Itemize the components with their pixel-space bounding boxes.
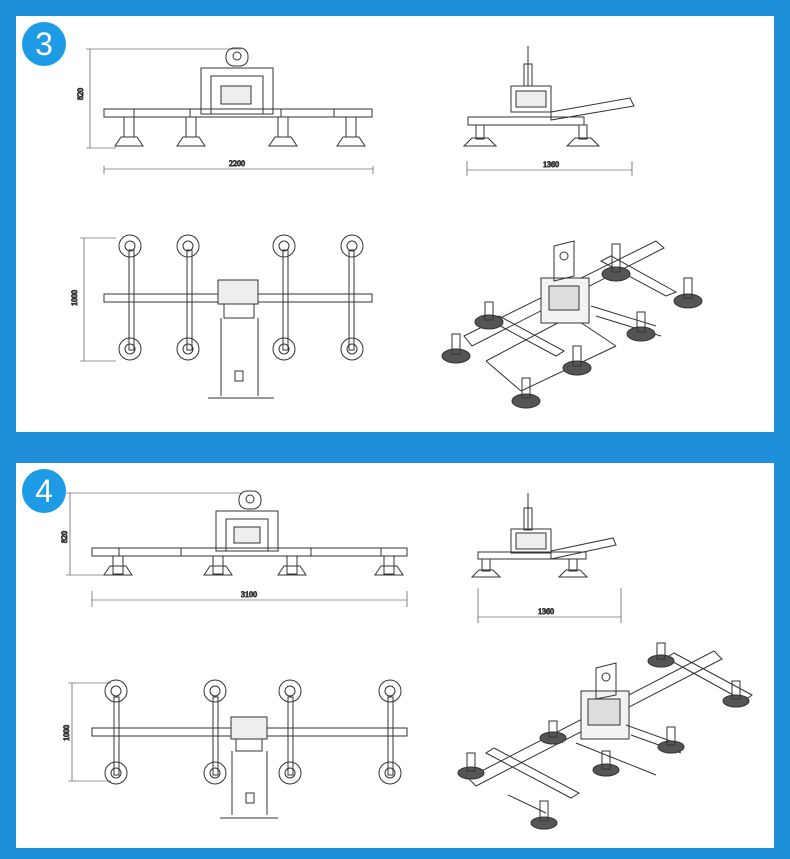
drawing-panel-3: 3 820 2200	[16, 16, 774, 432]
side-view: 1360	[470, 493, 622, 623]
front-height-label: 820	[76, 88, 85, 100]
technical-drawing-3: 820 2200	[70, 46, 703, 409]
isometric-view	[441, 240, 703, 409]
top-height-label: 1000	[70, 290, 79, 306]
front-view: 820 3100	[60, 490, 408, 607]
front-width-label: 3100	[241, 590, 257, 599]
front-width-label: 2200	[229, 159, 245, 168]
side-width-label: 1360	[543, 160, 559, 169]
step-number-badge: 3	[22, 22, 66, 66]
front-height-label: 820	[60, 531, 69, 543]
top-view: 1000	[70, 234, 373, 399]
isometric-view	[457, 642, 753, 830]
technical-drawing-4: 820 3100	[60, 490, 753, 830]
top-height-label: 1000	[62, 725, 71, 741]
top-view: 1000	[62, 679, 408, 819]
side-view: 1360	[462, 46, 635, 176]
side-width-label: 1360	[538, 607, 554, 616]
front-view: 820 2200	[76, 47, 374, 174]
drawing-panel-4: 4 820 3100	[16, 463, 774, 848]
step-number-badge: 4	[22, 469, 66, 513]
